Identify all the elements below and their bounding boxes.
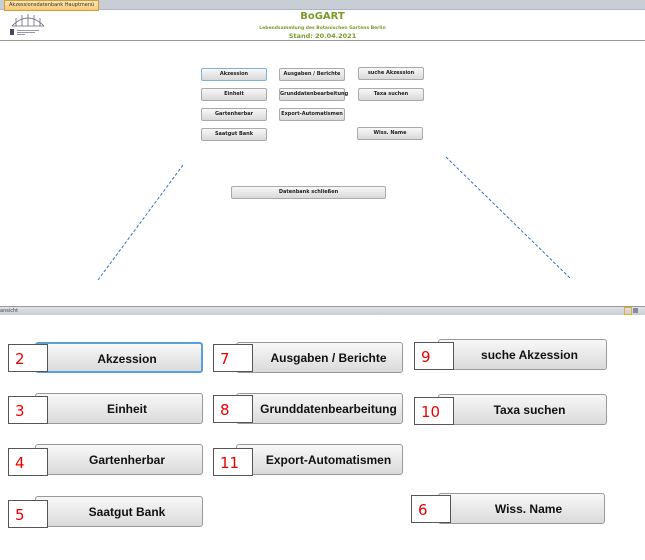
dashed-lines: [97, 156, 571, 281]
grunddaten-button-small[interactable]: Grunddatenbearbeitung: [279, 88, 348, 101]
gartenherbar-button[interactable]: Gartenherbar: [35, 444, 203, 475]
suche-akzession-button[interactable]: suche Akzession: [438, 339, 607, 370]
tab-main-menu[interactable]: Akzessionsdatenbank Hauptmenü: [4, 0, 100, 11]
close-database-button[interactable]: Datenbank schließen: [231, 186, 386, 199]
callout-3: 3: [8, 396, 48, 424]
date-label: Stand: 20.04.2021: [288, 32, 357, 40]
callout-7: 7: [213, 344, 253, 372]
suche-akzession-button-small[interactable]: suche Akzession: [358, 67, 424, 80]
logo: [10, 14, 45, 35]
taxa-suchen-button[interactable]: Taxa suchen: [438, 394, 607, 425]
export-button-small[interactable]: Export-Automatismen: [279, 108, 345, 121]
status-text: ansicht: [0, 308, 19, 314]
grunddaten-button[interactable]: Grunddatenbearbeitung: [236, 393, 403, 424]
callout-2: 2: [8, 344, 48, 372]
app-title: BoGART: [300, 11, 345, 22]
ausgaben-button-small[interactable]: Ausgaben / Berichte: [279, 68, 345, 81]
layout-view-icon[interactable]: [633, 308, 638, 313]
status-bar: ansicht: [0, 306, 645, 315]
akzession-button-small[interactable]: Akzession: [201, 68, 267, 81]
saatgut-button-small[interactable]: Saatgut Bank: [201, 128, 267, 141]
header-divider: [0, 40, 645, 41]
callout-8: 8: [213, 395, 253, 423]
callout-5: 5: [8, 500, 48, 528]
akzession-button[interactable]: Akzession: [35, 342, 203, 373]
saatgut-button[interactable]: Saatgut Bank: [35, 496, 203, 527]
ausgaben-button[interactable]: Ausgaben / Berichte: [236, 342, 403, 373]
wiss-name-button[interactable]: Wiss. Name: [438, 493, 605, 524]
app-subtitle: Lebendsammlung des Botanischen Gartens B…: [259, 26, 386, 31]
taxa-suchen-button-small[interactable]: Taxa suchen: [358, 88, 424, 101]
callout-6: 6: [411, 495, 451, 523]
callout-10: 10: [414, 397, 454, 425]
einheit-button[interactable]: Einheit: [35, 393, 203, 424]
export-button[interactable]: Export-Automatismen: [236, 444, 403, 475]
wiss-name-button-small[interactable]: Wiss. Name: [357, 127, 423, 140]
callout-11: 11: [213, 448, 253, 476]
callout-4: 4: [8, 448, 48, 476]
callout-9: 9: [414, 342, 454, 370]
gartenherbar-button-small[interactable]: Gartenherbar: [201, 108, 267, 121]
einheit-button-small[interactable]: Einheit: [201, 88, 267, 101]
tab-bar: [0, 0, 645, 10]
form-view-icon[interactable]: [624, 307, 632, 315]
